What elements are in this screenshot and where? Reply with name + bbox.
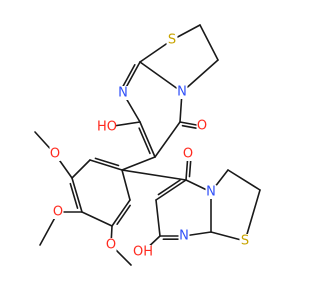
atom-label-s-top: S xyxy=(168,33,176,48)
atom-label-n-bot-ring: N xyxy=(206,185,216,200)
atom-oh-bot: OH xyxy=(133,245,153,260)
bond-c4-n5 xyxy=(181,59,219,93)
atom-layer: S N N O HO O N N S OH O O O xyxy=(49,33,251,260)
atom-n-bot-ring: N xyxy=(205,185,217,200)
atom-label-backing xyxy=(205,185,217,199)
bond-c12-c15 xyxy=(155,179,187,201)
atom-label-backing xyxy=(166,33,178,47)
bond-c9-a1 xyxy=(121,156,156,171)
atom-label-n-top-amid: N xyxy=(118,86,128,101)
bond-a1-c12 xyxy=(121,169,187,181)
atom-label-backing xyxy=(176,85,188,99)
atom-s-bot: S xyxy=(239,234,251,249)
bond-c15-c16 xyxy=(155,199,161,237)
bond-n5-c2 xyxy=(139,61,183,93)
atom-label-backing xyxy=(52,205,64,219)
bond-c2-n6-double xyxy=(121,64,136,88)
bond-c12-c15-double xyxy=(157,179,181,196)
atom-o-meo-3: O xyxy=(105,238,117,253)
bond-c21-c20 xyxy=(227,169,261,191)
atom-oh-top: HO xyxy=(97,120,117,135)
atom-o-meo-2: O xyxy=(52,205,64,220)
atom-label-o-bot-carbonyl: O xyxy=(183,147,193,162)
bond-c12-o13-double xyxy=(188,157,192,178)
bond-a2-a3 xyxy=(71,159,91,179)
bond-c9-c8 xyxy=(154,121,181,158)
atom-label-oh-top: HO xyxy=(97,120,117,135)
bond-a6-a1 xyxy=(121,169,131,201)
bond-a5-a6 xyxy=(111,199,131,227)
bond-a3-a4-double xyxy=(69,182,79,209)
bond-c18-s19 xyxy=(210,231,246,242)
atom-o-meo-1: O xyxy=(49,147,61,162)
bond-s19-c21 xyxy=(244,189,261,242)
atom-label-o-meo-3: O xyxy=(106,238,116,253)
atom-label-backing xyxy=(105,238,117,252)
atom-o-top-carbonyl: O xyxy=(196,119,208,134)
atom-label-o-meo-2: O xyxy=(53,205,63,220)
atom-label-backing xyxy=(239,234,251,248)
bond-layer xyxy=(34,24,261,266)
bond-a3-a4 xyxy=(71,177,83,213)
atom-label-backing xyxy=(117,86,129,100)
atom-label-o-meo-1: O xyxy=(50,147,60,162)
bond-c7-c9 xyxy=(139,121,156,158)
bond-a1-a2-double xyxy=(94,157,120,167)
bond-c7-c9-double xyxy=(138,127,151,155)
atom-label-backing xyxy=(49,147,61,161)
atom-n-bot-amid: N xyxy=(178,229,190,244)
atom-label-s-bot: S xyxy=(241,234,249,249)
atom-label-backing xyxy=(99,120,115,134)
atom-label-backing xyxy=(178,229,190,243)
atom-n-top-amid: N xyxy=(117,86,129,101)
molecule-structure: S N N O HO O N N S OH O O O xyxy=(34,24,261,266)
bond-c3-c4 xyxy=(199,24,219,61)
atom-label-o-top-carbonyl: O xyxy=(197,119,207,134)
atom-label-oh-bot: OH xyxy=(133,245,153,260)
bond-a5-a6-double xyxy=(116,204,131,225)
atom-n-top-ring: N xyxy=(176,85,188,100)
atom-label-n-top-ring: N xyxy=(177,85,187,100)
bond-a1-a2 xyxy=(89,159,123,171)
atom-s-top: S xyxy=(166,33,178,48)
atom-o-bot-carbonyl: O xyxy=(182,147,194,162)
bond-c8-o10-double xyxy=(181,124,200,130)
atom-label-n-bot-amid: N xyxy=(179,229,189,244)
atom-label-backing xyxy=(196,119,208,133)
atom-label-backing xyxy=(135,245,151,259)
bond-a4-a5 xyxy=(81,211,113,227)
atom-label-backing xyxy=(182,147,194,161)
